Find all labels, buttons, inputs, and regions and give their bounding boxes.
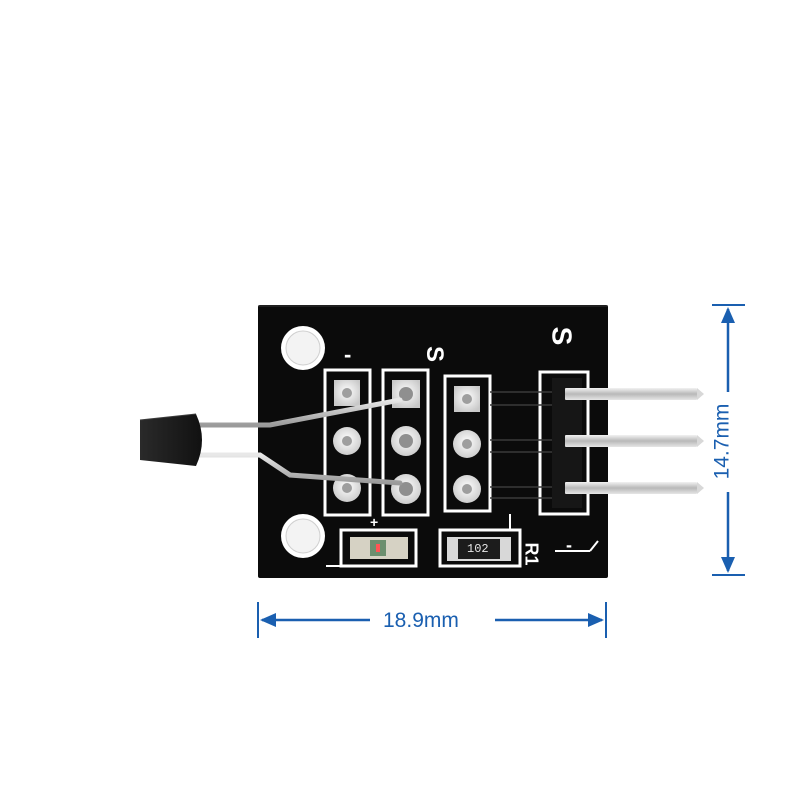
width-dimension (257, 602, 607, 638)
silkscreen-led-plus: + (370, 514, 379, 530)
pcb-board (258, 305, 608, 578)
pad-group-3-outline (443, 374, 492, 513)
mounting-hole-bottom (281, 514, 325, 558)
silkscreen-signal-right: S (546, 326, 578, 346)
pcb-traces (490, 391, 552, 499)
mounting-hole-top (281, 326, 325, 370)
sensor-legs (197, 397, 403, 486)
hall-sensor (139, 413, 202, 466)
resistor-component (438, 528, 522, 568)
silkscreen-signal-left: S (421, 345, 449, 363)
silkscreen-resistor-ref: R1 (521, 542, 542, 566)
header-pins (565, 388, 704, 494)
resistor-code: 102 (467, 542, 489, 556)
silkscreen-header-minus: - (566, 535, 572, 555)
pads-group-3 (453, 386, 481, 503)
width-dimension-label: 18.9mm (383, 609, 459, 632)
height-dimension-label: 14.7mm (710, 403, 734, 480)
silkscreen-minus: - (344, 342, 352, 367)
height-dimension (712, 304, 745, 576)
led-component (339, 528, 418, 568)
silkscreen-lines (326, 514, 599, 567)
